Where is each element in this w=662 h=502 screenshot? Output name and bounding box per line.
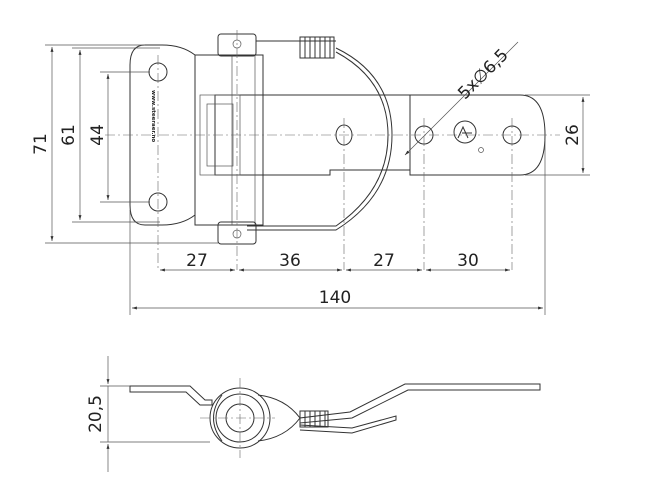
dim-71: 71 bbox=[31, 133, 51, 155]
stamp-url: www.steeraer.no bbox=[150, 90, 156, 142]
brand-logo bbox=[453, 120, 484, 153]
dim-26: 26 bbox=[563, 124, 583, 146]
d-ring-wire bbox=[247, 47, 393, 231]
dim-30: 30 bbox=[457, 251, 479, 271]
top-view: www.steeraer.no bbox=[31, 30, 590, 315]
dim-36: 36 bbox=[279, 251, 301, 271]
hinge-pin-bottom bbox=[217, 221, 257, 245]
side-spring bbox=[299, 410, 329, 428]
dim-44: 44 bbox=[88, 124, 108, 146]
dim-140: 140 bbox=[319, 288, 351, 308]
side-view: 20,5 bbox=[86, 356, 541, 472]
dim-27b: 27 bbox=[373, 251, 395, 271]
base-plate bbox=[129, 44, 196, 226]
hinge-knuckle bbox=[194, 54, 264, 226]
dim-20-5: 20,5 bbox=[86, 395, 106, 433]
dim-27a: 27 bbox=[186, 251, 208, 271]
spring-coil bbox=[256, 36, 336, 59]
dim-61: 61 bbox=[59, 124, 79, 146]
side-right-bar bbox=[299, 383, 541, 424]
side-left-plate bbox=[129, 385, 213, 406]
